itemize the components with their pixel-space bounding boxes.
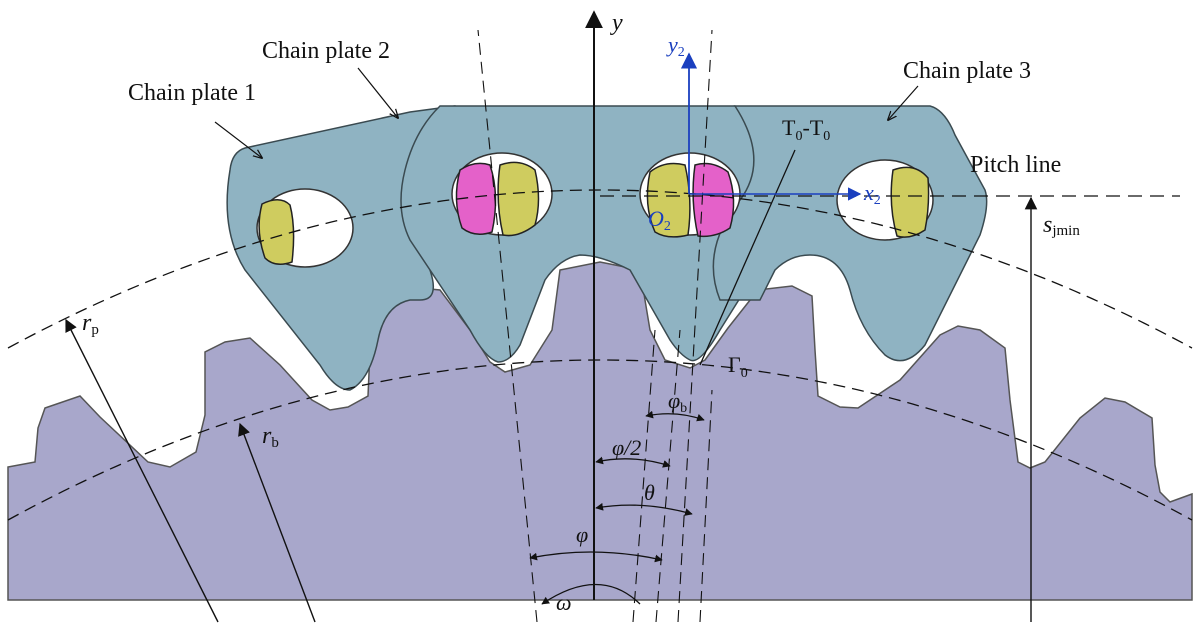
label-phi-half: φ/2 <box>612 435 641 460</box>
label-chain-plate-2: Chain plate 2 <box>262 38 390 64</box>
radial-line <box>699 389 713 623</box>
chain-plate-3-leader <box>888 85 919 120</box>
label-pitch-line: Pitch line <box>970 152 1061 178</box>
radial-line <box>655 329 681 623</box>
label-rb: rb <box>262 423 279 451</box>
omega-arc <box>541 584 641 605</box>
roller-pink <box>692 162 735 238</box>
roller-pink <box>455 162 497 235</box>
t0-t0-line <box>699 149 796 366</box>
roller-yellow <box>497 161 540 237</box>
theta-arc <box>595 502 693 516</box>
label-omega: ω <box>556 590 572 615</box>
chain-plate-1-leader <box>214 121 262 158</box>
label-y-axis: y <box>610 10 623 36</box>
label-t0-t0: T0-T0 <box>782 115 830 144</box>
label-x2: x2 <box>863 180 881 208</box>
roller-yellow <box>258 199 295 265</box>
rb-arrow <box>238 422 316 623</box>
radial-line <box>677 29 713 623</box>
phi-arc <box>529 551 663 563</box>
radial-line <box>632 329 656 623</box>
roller-yellow <box>646 162 691 238</box>
label-rp: rp <box>82 310 99 338</box>
rp-arrow <box>65 318 219 623</box>
label-phi: φ <box>576 522 588 547</box>
label-theta: θ <box>644 480 655 505</box>
label-gamma0: Γ0 <box>728 352 748 381</box>
pitch-circle <box>7 189 1193 349</box>
label-o2: O2 <box>648 206 671 234</box>
sprocket-body <box>7 261 1193 601</box>
label-phi-b: φb <box>668 388 687 416</box>
label-chain-plate-3: Chain plate 3 <box>903 58 1031 84</box>
base-circle <box>7 359 1193 521</box>
label-chain-plate-1: Chain plate 1 <box>128 80 256 106</box>
label-s-jmin: sjmin <box>1043 212 1080 239</box>
chain-plate-2-leader <box>357 67 398 118</box>
radial-line <box>477 29 538 623</box>
roller-yellow <box>890 166 930 238</box>
label-y2: y2 <box>666 32 685 60</box>
phi-half-arc <box>595 456 671 468</box>
phi-b-arc <box>645 410 705 422</box>
